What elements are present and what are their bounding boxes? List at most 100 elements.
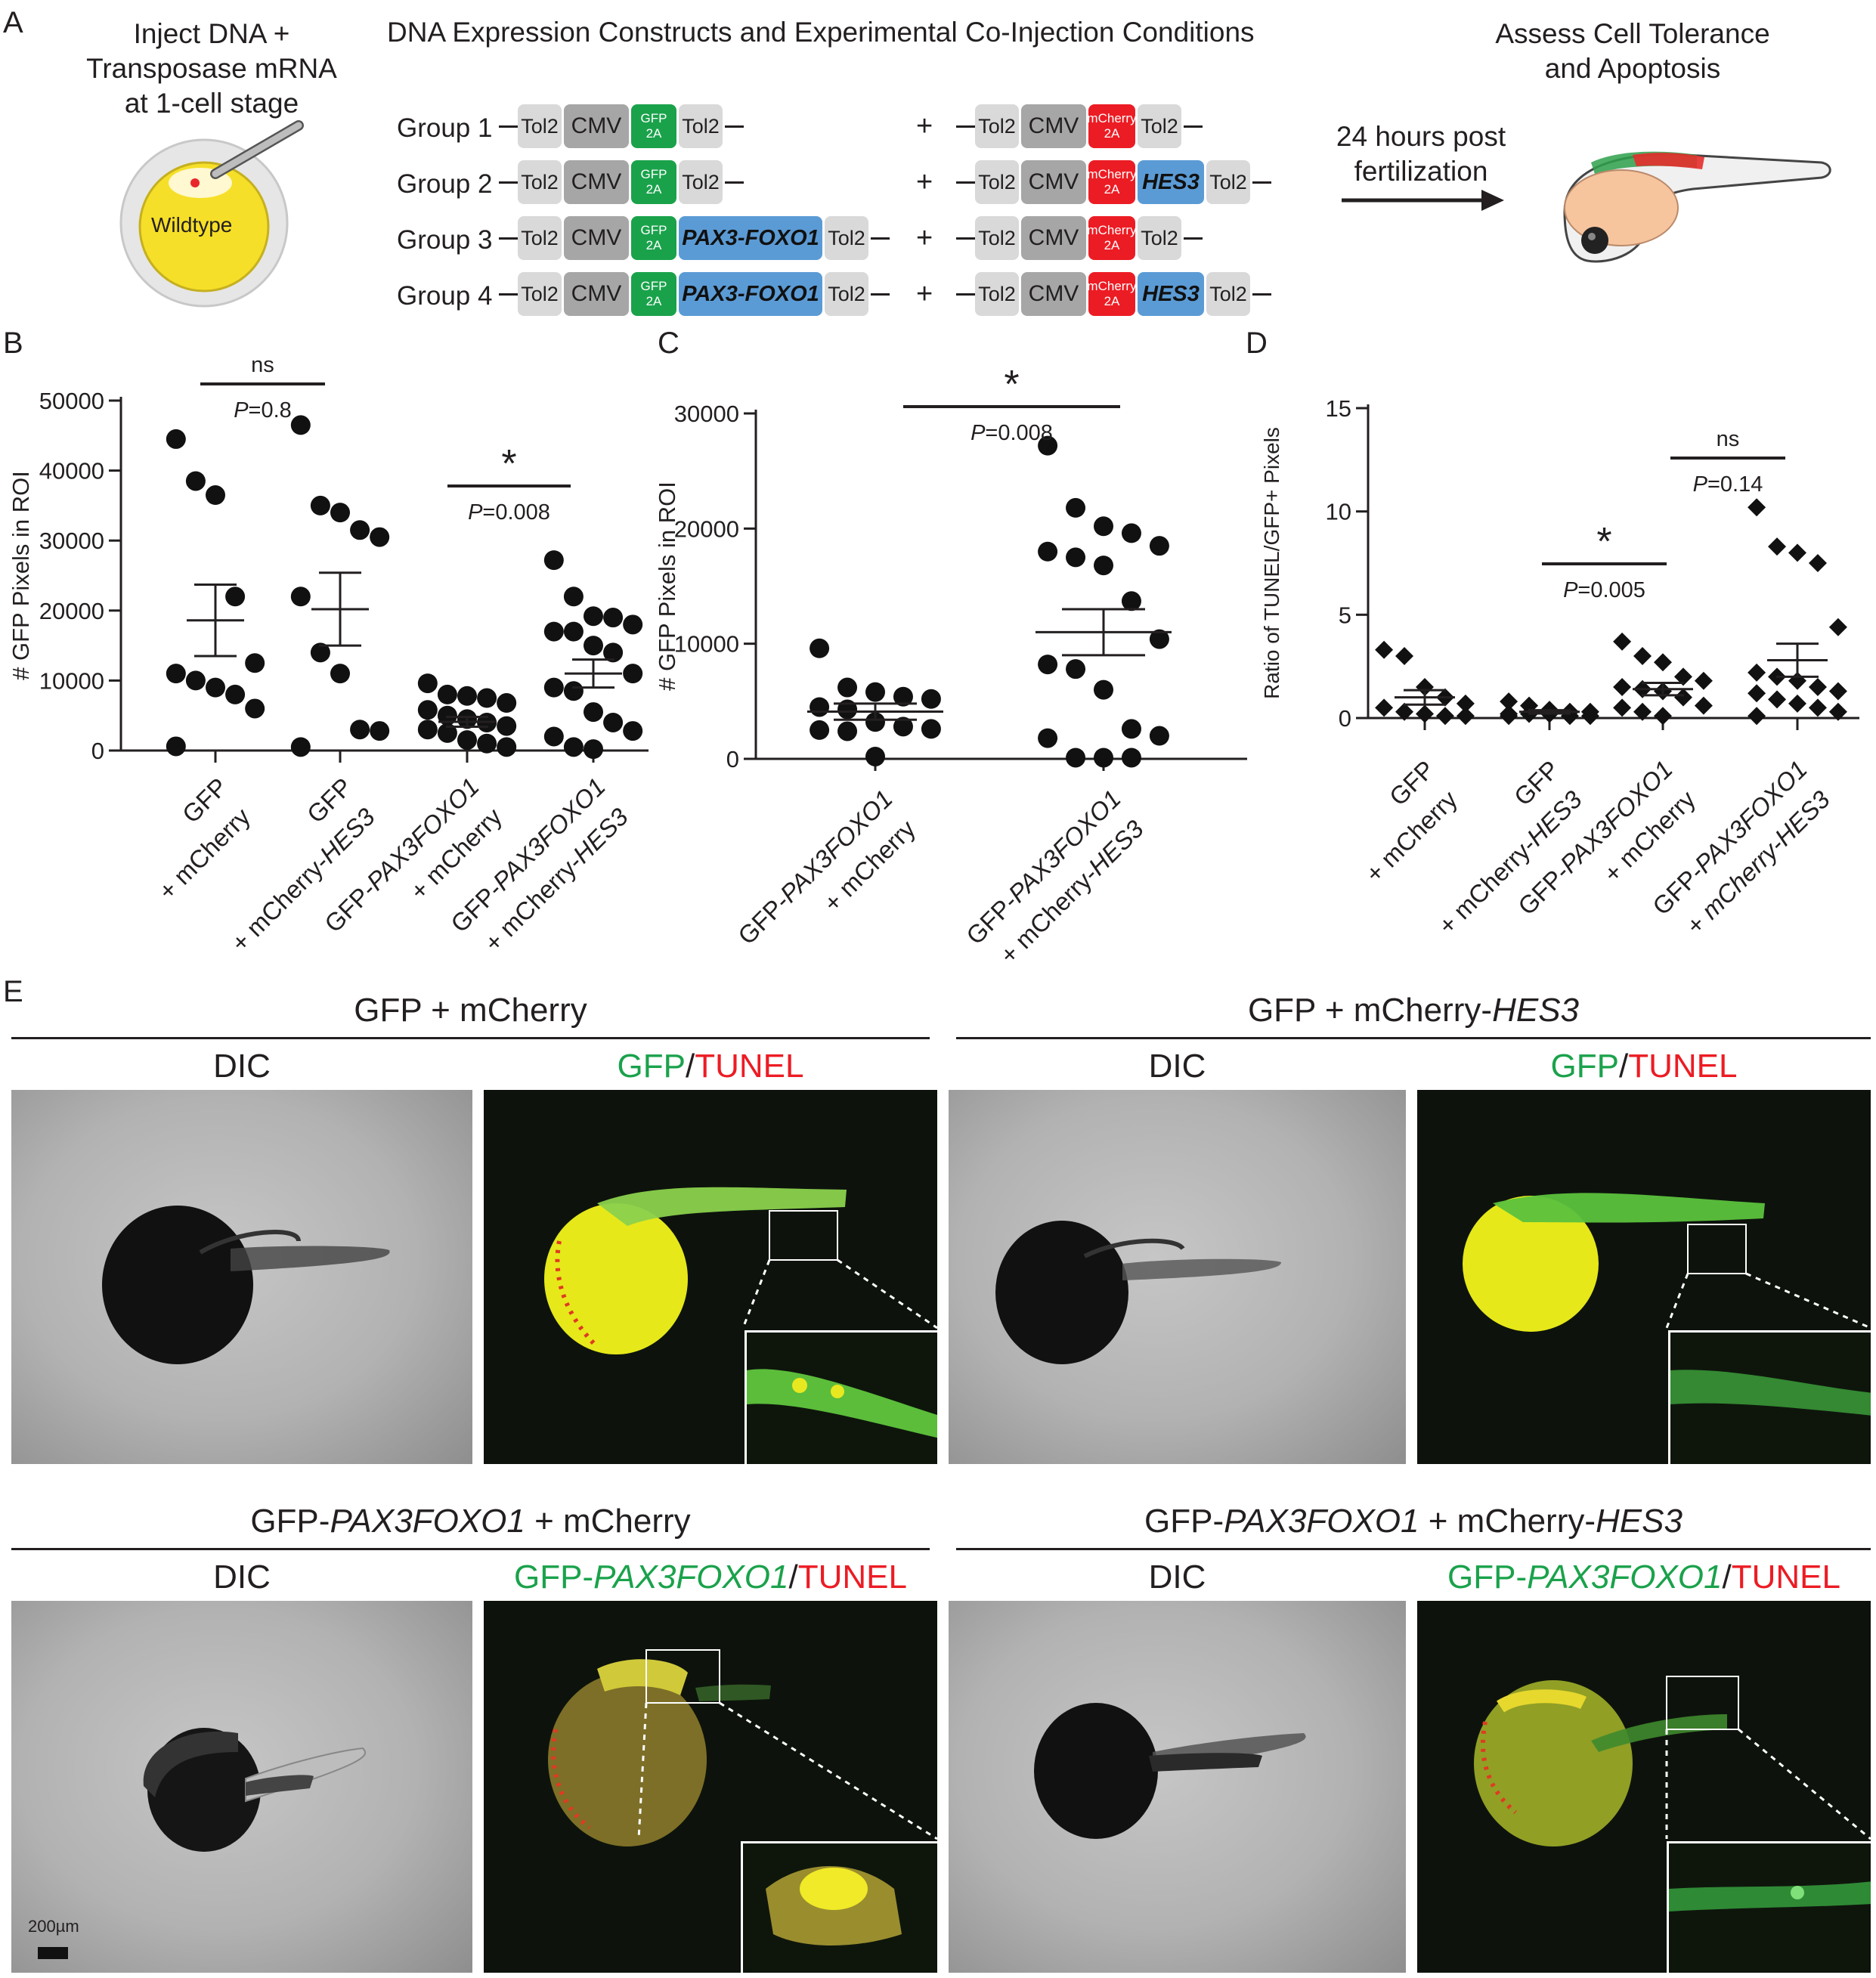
data-point xyxy=(1121,748,1141,768)
construct-connector xyxy=(871,237,890,240)
x-tick-label-part: + mCherry- xyxy=(225,849,333,957)
dic-label: DIC xyxy=(1148,1048,1206,1085)
cmv-promoter: CMV xyxy=(564,160,629,204)
data-point xyxy=(865,746,885,766)
data-point xyxy=(1808,698,1827,717)
data-point xyxy=(185,670,206,691)
element-label: 2A xyxy=(645,126,662,141)
panel-label-c: C xyxy=(658,327,680,360)
data-point xyxy=(1149,536,1169,556)
tol2-element: Tol2 xyxy=(1206,272,1250,316)
dic-label: DIC xyxy=(1148,1559,1206,1596)
significance-label: ns xyxy=(251,353,274,377)
data-point xyxy=(1375,640,1394,659)
data-point xyxy=(1038,435,1058,456)
data-point xyxy=(1748,663,1766,682)
tol2-element: Tol2 xyxy=(679,160,723,204)
data-point xyxy=(543,550,564,571)
data-point xyxy=(893,686,913,707)
data-point xyxy=(417,720,438,740)
data-point xyxy=(370,527,390,547)
data-point xyxy=(563,587,584,607)
cmv-promoter: CMV xyxy=(1021,272,1086,316)
p-value-part: P xyxy=(1563,578,1578,602)
zebrafish-embryo-illustration xyxy=(1563,151,1831,263)
p-value-part: =0.008 xyxy=(482,500,550,525)
data-point xyxy=(245,698,265,719)
header-rule xyxy=(11,1037,930,1039)
data-point xyxy=(810,720,830,740)
data-point xyxy=(1768,537,1787,556)
tol2-element: Tol2 xyxy=(825,216,868,260)
significance-label: * xyxy=(501,442,516,486)
element-label: 2A xyxy=(645,238,662,252)
element-label: 2A xyxy=(1104,182,1120,197)
data-point xyxy=(1435,707,1454,726)
data-point xyxy=(290,587,311,607)
data-point xyxy=(1694,696,1713,715)
p-value: P=0.005 xyxy=(1563,578,1645,602)
significance-label: ns xyxy=(1717,427,1740,451)
data-point xyxy=(563,681,584,701)
data-point xyxy=(1580,707,1599,726)
data-point xyxy=(290,737,311,757)
data-point xyxy=(1654,707,1672,726)
tol2-element: Tol2 xyxy=(975,160,1019,204)
construct-connector xyxy=(1184,125,1203,128)
construct-connector xyxy=(725,181,744,184)
data-point xyxy=(1500,707,1518,726)
data-point xyxy=(1038,655,1058,675)
plus-sign: + xyxy=(916,222,933,254)
data-point xyxy=(1038,728,1058,748)
y-tick-label: 30000 xyxy=(674,401,739,427)
data-point xyxy=(166,736,186,757)
data-point xyxy=(245,653,265,673)
data-point xyxy=(497,737,517,757)
p-value-part: P xyxy=(468,500,483,525)
element-label: mCherry xyxy=(1087,223,1137,238)
y-tick-label: 10 xyxy=(1326,499,1351,525)
construct-connector xyxy=(1184,237,1203,240)
construct-connector xyxy=(1252,181,1271,184)
data-point xyxy=(330,503,350,523)
data-point xyxy=(563,621,584,642)
fluorescence-image-pax3foxo1-mcherry xyxy=(484,1601,937,1973)
y-tick-label: 20000 xyxy=(39,598,104,624)
data-point xyxy=(1121,719,1141,739)
constructs-title: DNA Expression Constructs and Experiment… xyxy=(387,17,1255,48)
data-point xyxy=(837,721,858,741)
hes3-gene: HES3 xyxy=(1138,160,1204,204)
data-point xyxy=(1094,748,1113,768)
header-rule xyxy=(956,1037,1871,1039)
data-point xyxy=(1633,647,1652,665)
significance-label: * xyxy=(1596,520,1611,564)
tol2-element: Tol2 xyxy=(518,104,562,148)
group-label: Group 3 xyxy=(397,225,493,255)
inset-zoom xyxy=(1667,1841,1871,1973)
data-point xyxy=(437,723,457,743)
data-point xyxy=(865,682,885,702)
data-point xyxy=(206,677,225,698)
data-point xyxy=(225,587,246,607)
data-point xyxy=(310,642,330,663)
p-value-part: P xyxy=(234,398,249,423)
fluorescence-image-pax3foxo1-mcherry-hes3 xyxy=(1417,1601,1871,1973)
data-point xyxy=(166,429,186,449)
assess-title: Assess Cell Tolerance and Apoptosis xyxy=(1495,18,1770,84)
y-tick-label: 0 xyxy=(91,738,104,764)
data-point xyxy=(1149,726,1169,746)
data-point xyxy=(865,712,885,732)
tol2-element: Tol2 xyxy=(518,272,562,316)
data-point xyxy=(1121,591,1141,611)
egg-illustration xyxy=(119,120,304,308)
element-label: GFP xyxy=(640,223,667,238)
data-point xyxy=(543,677,564,698)
y-tick-label: 20000 xyxy=(674,515,739,542)
data-point xyxy=(810,697,830,717)
